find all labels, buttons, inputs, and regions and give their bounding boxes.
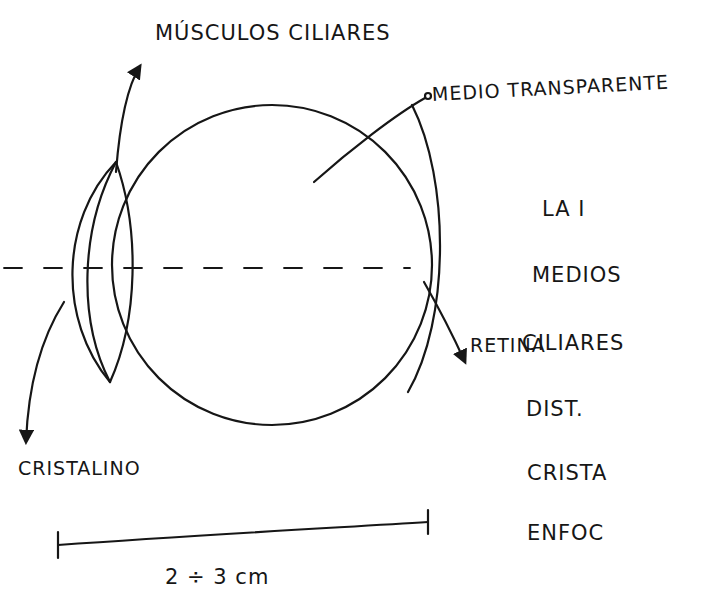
part-label: MEDIO TRANSPARENTE [431, 72, 669, 105]
lens-outline [110, 162, 133, 382]
lens-outline [72, 162, 116, 382]
leader-dot [425, 93, 431, 99]
part-label: MÚSCULOS CILIARES [155, 22, 391, 45]
note-text: MEDIOS [532, 264, 622, 287]
leader-line [116, 66, 140, 172]
lens-outline [87, 162, 116, 382]
part-label: CRISTALINO [18, 458, 141, 479]
note-text: CRISTA [527, 462, 607, 485]
leader-line [424, 282, 465, 362]
leader-line [26, 302, 64, 442]
scale-tick [57, 532, 59, 558]
retina-outline [408, 105, 440, 392]
scale-bar [58, 522, 428, 545]
note-text: LA I [542, 198, 585, 221]
leader-line [314, 98, 425, 182]
axis-line [4, 267, 410, 269]
dimension-label: 2 ÷ 3 cm [165, 566, 269, 589]
scale-tick [427, 510, 429, 534]
eyeball-outline [112, 105, 432, 425]
note-text: ENFOC [527, 522, 604, 545]
note-text: DIST. [526, 398, 584, 421]
note-text: CILIARES [522, 332, 624, 355]
